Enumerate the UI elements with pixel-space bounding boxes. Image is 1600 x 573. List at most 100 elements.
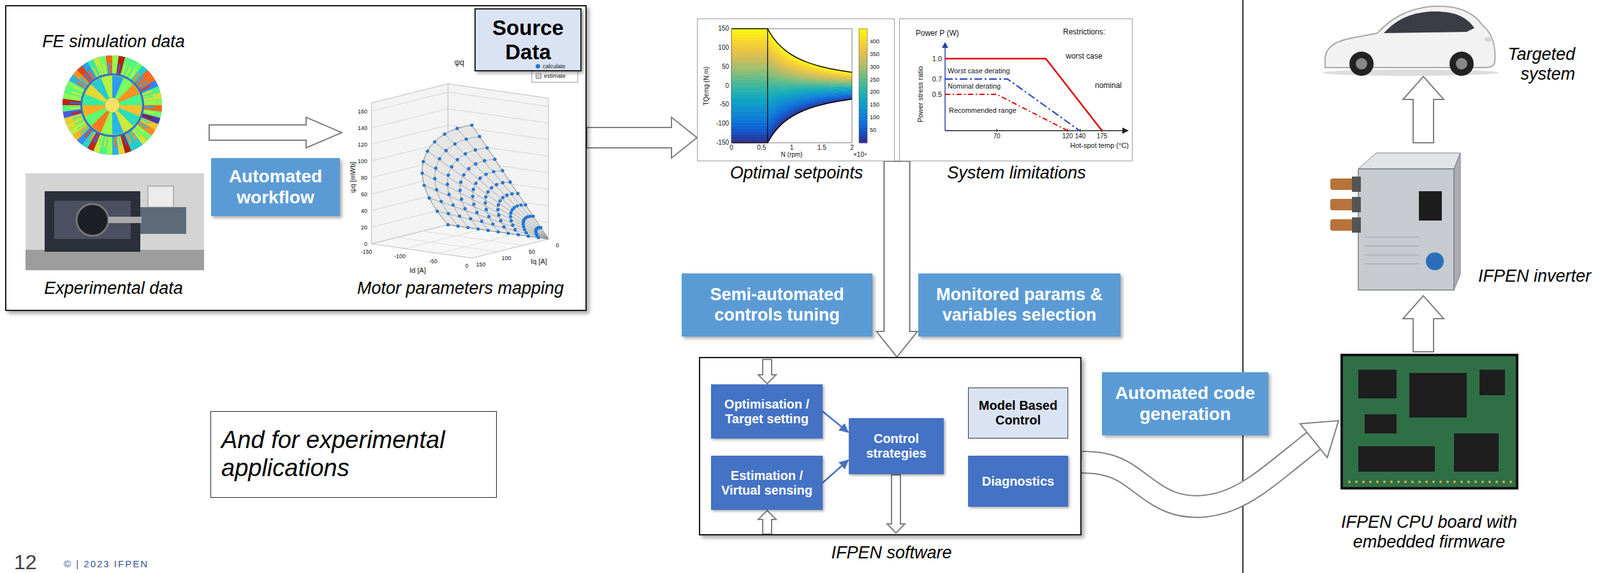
stator-slot bbox=[97, 65, 103, 76]
rotor-segment bbox=[82, 105, 106, 117]
surface-grid bbox=[457, 128, 549, 240]
data-dot bbox=[496, 230, 500, 234]
car-headlight bbox=[1484, 36, 1493, 43]
stator-slot bbox=[143, 110, 154, 114]
process-box: Model Based Control bbox=[968, 387, 1069, 439]
axis-tick: -150 bbox=[360, 249, 372, 256]
surface bbox=[422, 124, 549, 240]
box-label: And for experimental applications bbox=[221, 426, 485, 483]
axis-label: ψq [mWb] bbox=[349, 161, 357, 194]
stator-segment bbox=[112, 137, 119, 155]
pad bbox=[1453, 480, 1456, 484]
surface-grid bbox=[437, 211, 549, 240]
data-dot bbox=[462, 173, 466, 177]
axis-tick: 40 bbox=[360, 207, 368, 214]
flow-line bbox=[822, 411, 849, 434]
data-dot bbox=[508, 214, 513, 219]
stator-slot bbox=[117, 136, 122, 147]
car-image bbox=[1322, 6, 1499, 76]
data-dot bbox=[496, 203, 500, 207]
colorbar-cell bbox=[858, 96, 868, 101]
wheel-rim bbox=[1455, 58, 1468, 70]
housing-groove bbox=[1364, 237, 1419, 238]
envelope-line bbox=[731, 28, 852, 73]
curve-label: worst case bbox=[1065, 52, 1102, 60]
colorbar-cell bbox=[858, 139, 868, 143]
data-dot bbox=[434, 188, 439, 192]
data-dot bbox=[427, 196, 432, 200]
connector bbox=[1402, 76, 1444, 143]
colorbar-cell bbox=[858, 127, 868, 132]
car-shadow bbox=[1322, 69, 1499, 76]
chip bbox=[1358, 369, 1397, 399]
data-dot bbox=[433, 177, 437, 181]
data-dot bbox=[510, 223, 514, 228]
stator-slot bbox=[144, 106, 155, 109]
surface-grid bbox=[423, 161, 549, 240]
data-dot bbox=[444, 149, 448, 153]
surface-grid bbox=[434, 136, 480, 227]
pad bbox=[1390, 480, 1393, 484]
grid-line bbox=[371, 92, 449, 112]
curve-label: nominal bbox=[1094, 81, 1122, 90]
colorbar-tick: 100 bbox=[869, 114, 880, 121]
base-speed-line bbox=[767, 28, 768, 143]
box-label: Model Based Control bbox=[973, 398, 1064, 428]
map-band bbox=[731, 31, 852, 74]
stator-slot bbox=[113, 63, 116, 74]
data-dot bbox=[435, 209, 439, 213]
nominal-derating-line bbox=[945, 94, 1068, 131]
pad bbox=[1425, 480, 1428, 484]
block-arrow bbox=[1402, 295, 1444, 353]
surface-grid bbox=[424, 185, 549, 240]
colorbar-cell bbox=[858, 70, 868, 75]
colorbar-cell bbox=[858, 112, 868, 117]
image-frame: IFPEN inverter bbox=[1326, 142, 1461, 296]
stator-slot bbox=[109, 137, 111, 148]
data-dot bbox=[510, 191, 514, 196]
colorbar-tick: 350 bbox=[869, 51, 880, 57]
axis-tick: -50 bbox=[429, 258, 438, 265]
tick-mark bbox=[1080, 128, 1081, 133]
colorbar-tick: 200 bbox=[869, 89, 880, 96]
pad bbox=[1488, 480, 1491, 484]
data-dot bbox=[515, 204, 520, 208]
data-dot bbox=[524, 231, 529, 235]
surface-grid bbox=[471, 124, 549, 240]
colorbar-cell bbox=[858, 55, 868, 60]
data-dot bbox=[484, 195, 488, 199]
data-dot bbox=[515, 191, 520, 196]
experimental-photo bbox=[25, 173, 205, 271]
note-box: And for experimental applications bbox=[210, 411, 497, 499]
data-dot bbox=[487, 214, 491, 219]
inverter-front bbox=[1358, 168, 1454, 291]
colorbar-tick: 250 bbox=[869, 76, 880, 83]
colorbar-cell bbox=[858, 131, 868, 136]
image-frame: Targeted system bbox=[1320, 0, 1499, 77]
map-band bbox=[731, 86, 852, 89]
data-dot bbox=[501, 181, 505, 185]
photo-floor bbox=[25, 249, 205, 271]
data-dot bbox=[492, 170, 496, 174]
data-dot bbox=[472, 202, 476, 206]
car-window bbox=[1383, 11, 1475, 34]
colorbar-cell bbox=[858, 63, 868, 67]
colorbar-tick: 300 bbox=[869, 63, 880, 70]
surface-grid bbox=[459, 159, 495, 229]
colorbar-cell bbox=[858, 82, 868, 87]
pcb bbox=[1341, 355, 1518, 489]
setpoint-map bbox=[731, 28, 868, 144]
legend-text: estimate bbox=[543, 73, 566, 80]
data-dot bbox=[496, 207, 500, 212]
data-dot bbox=[447, 211, 451, 215]
pad bbox=[1362, 480, 1365, 484]
data-dot bbox=[447, 192, 451, 196]
legend-text: calculate bbox=[542, 63, 566, 70]
pad bbox=[1495, 480, 1498, 484]
fe-simulation-image bbox=[62, 55, 162, 155]
data-dot bbox=[498, 198, 502, 203]
data-dot bbox=[445, 183, 449, 187]
arrow-head bbox=[1300, 420, 1339, 458]
axis-exponent: ×10⁴ bbox=[853, 151, 867, 159]
box-label: Semi-automated controls tuning bbox=[689, 285, 865, 325]
